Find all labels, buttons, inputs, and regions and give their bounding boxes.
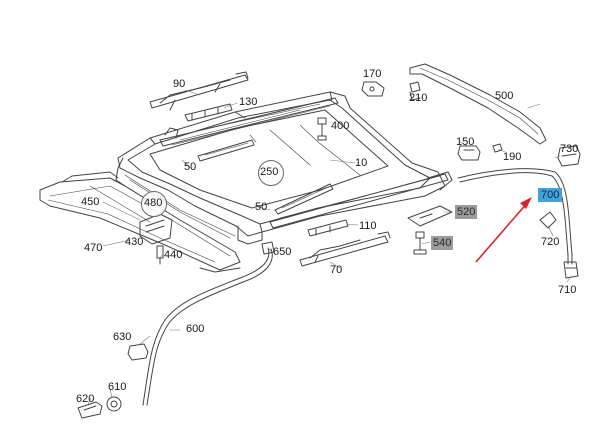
part-150-holder xyxy=(457,145,481,161)
frame-rails xyxy=(159,97,449,229)
part-label-720: 720 xyxy=(541,236,560,248)
pointer-arrow xyxy=(475,197,532,263)
part-210-clip xyxy=(409,81,421,101)
part-label-730: 730 xyxy=(560,143,579,155)
part-label-700: 700 xyxy=(538,188,563,202)
part-650-clip xyxy=(261,241,275,255)
part-label-620: 620 xyxy=(76,393,95,405)
part-130-bracket xyxy=(184,103,233,122)
part-label-70: 70 xyxy=(330,264,343,276)
part-label-430: 430 xyxy=(125,236,144,248)
part-label-170: 170 xyxy=(363,68,382,80)
leader-lines xyxy=(87,89,571,405)
part-440-screw xyxy=(156,245,164,265)
part-70-guide xyxy=(299,231,391,267)
part-label-500: 500 xyxy=(495,90,514,102)
part-label-50-lower: 50 xyxy=(255,201,268,213)
callout-circle-480 xyxy=(141,191,167,217)
part-620-nozzle xyxy=(77,401,103,419)
part-400-bolt xyxy=(317,117,327,141)
part-190-clip xyxy=(492,143,503,153)
callout-circle-250 xyxy=(258,160,284,186)
part-170-clip xyxy=(361,81,385,97)
part-label-540: 540 xyxy=(431,236,454,250)
part-470-sunshade xyxy=(39,171,241,273)
part-label-50-upper: 50 xyxy=(184,161,197,173)
part-label-600: 600 xyxy=(186,323,205,335)
part-label-630: 630 xyxy=(113,331,132,343)
part-label-470: 470 xyxy=(84,242,103,254)
part-630-clip xyxy=(127,343,149,361)
part-label-610: 610 xyxy=(108,381,127,393)
part-label-480: 480 xyxy=(144,197,163,209)
part-730-grommet xyxy=(557,145,581,167)
part-520-plate xyxy=(407,205,453,227)
part-500-rail xyxy=(409,63,547,145)
sunroof-frame xyxy=(115,91,453,245)
part-label-210: 210 xyxy=(409,92,428,104)
part-110-guide xyxy=(307,219,349,237)
part-700-drain-hose xyxy=(457,168,573,265)
part-710-valve xyxy=(563,261,579,279)
part-label-650: 650 xyxy=(273,246,292,258)
part-label-710: 710 xyxy=(558,284,577,296)
part-label-440: 440 xyxy=(164,249,183,261)
part-540-screw xyxy=(413,231,427,255)
part-label-520: 520 xyxy=(455,205,478,219)
part-label-130: 130 xyxy=(239,96,258,108)
part-600-drain-hose xyxy=(142,247,273,406)
part-label-400: 400 xyxy=(331,120,350,132)
part-label-10: 10 xyxy=(355,157,368,169)
part-720-clip xyxy=(539,211,557,229)
part-label-90: 90 xyxy=(173,78,186,90)
part-90-guide xyxy=(149,71,249,111)
part-label-190: 190 xyxy=(503,151,522,163)
part-250-deflector xyxy=(197,139,334,215)
part-label-450: 450 xyxy=(81,196,100,208)
part-label-110: 110 xyxy=(359,220,377,232)
part-610-valve xyxy=(106,396,122,412)
part-label-150: 150 xyxy=(456,136,475,148)
part-label-250: 250 xyxy=(260,166,279,178)
